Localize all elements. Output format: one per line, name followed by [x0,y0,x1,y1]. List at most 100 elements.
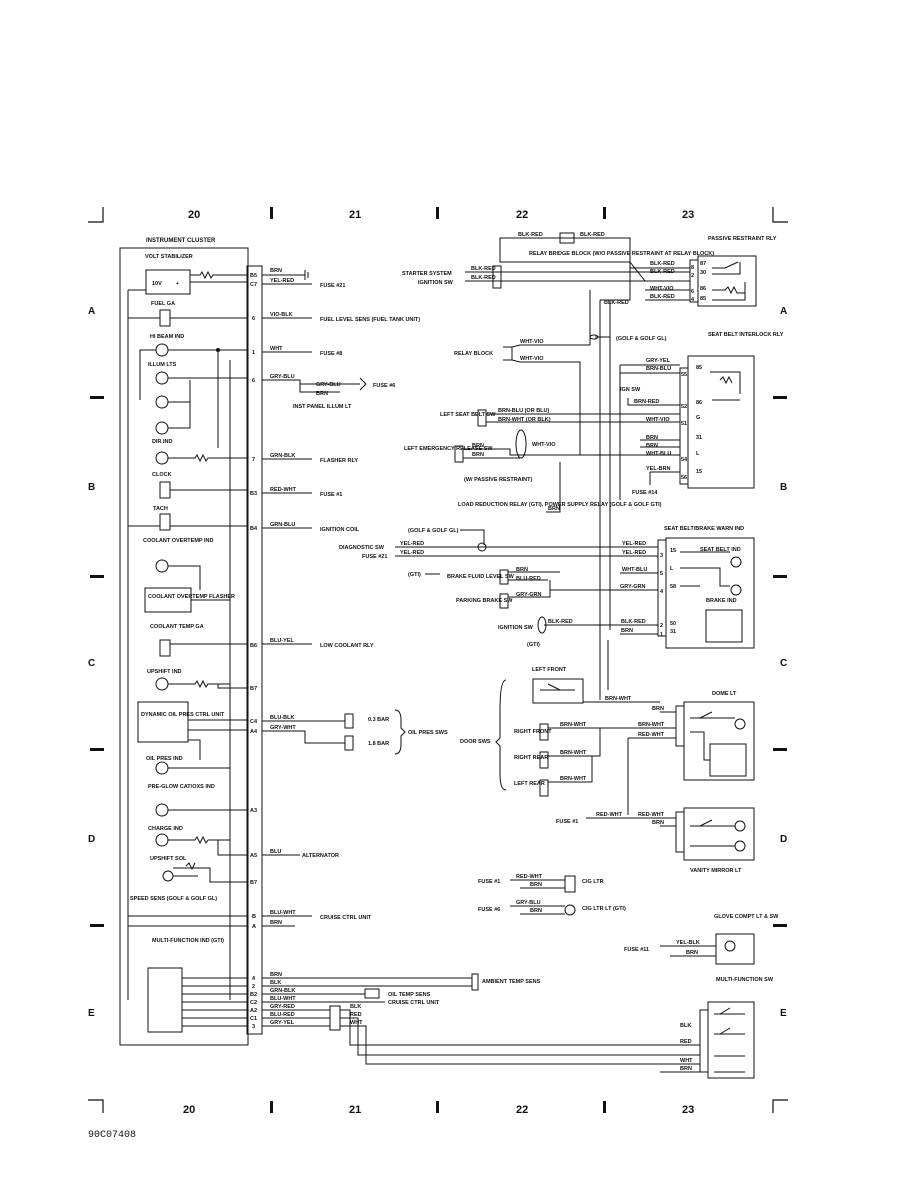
fuel-gauge [159,309,171,327]
oil-temp-sensor-icon [364,988,380,999]
wire-brn-wht-3: BRN-WHT [560,750,587,756]
col-label-22: 22 [516,209,528,221]
wire-red-2: RED [680,1039,692,1045]
wire-grn-blk: GRN-BLK [270,453,295,459]
parking-sw-icon [499,593,509,609]
pin-6b: 6 [252,378,255,384]
wire-yel-red-3: YEL-RED [400,550,424,556]
door-area: LEFT FRONT BRN-WHT RIGHT FRONT BRN-WHT R… [460,630,779,1079]
wire-gry-red: GRY-RED [270,1004,295,1010]
wire-brn-9: BRN [548,506,560,512]
pin-b2: B2 [250,992,257,998]
cluster-pins: B5 C7 6 1 6 7 B3 B4 B6 B7 C4 A4 A3 A5 B7… [250,273,258,1030]
warn-ind-box [665,537,755,649]
pin-a5: A5 [250,853,257,859]
sb-pin-31: 31 [696,435,702,441]
wire-blk-red-10: BLK-RED [621,619,646,625]
seatbelt-relay-box [687,355,755,489]
warn-side-4: 4 [660,589,664,595]
wire-red-wht-4: RED-WHT [638,812,665,818]
wire-blk-red-5: BLK-RED [650,261,675,267]
wire-brn-10: BRN [516,567,528,573]
wire-wht-vio-2: WHT-VIO [520,339,544,345]
wire-vio-blk: VIO-BLK [270,312,293,318]
pin-c1: C1 [250,1016,257,1022]
oil-pres-sw-18-icon [344,735,354,751]
warn-pin-15: 15 [670,548,676,554]
wire-blk-red-8: BLK-RED [604,300,629,306]
starter-sys-label: STARTER SYSTEM [402,271,452,277]
cig-ltr-label: CIG LTR [582,879,604,885]
warn-ind-label: SEAT BELT/BRAKE WARN IND [664,526,744,532]
wire-gry-yel-2: GRY-YEL [646,358,671,364]
relay-area: BLK-RED BLK-RED RELAY BRIDGE BLOCK (W/O … [402,232,784,630]
relay-block-label: RELAY BLOCK [454,351,493,357]
seat-belt-ind-label: SEAT BELT IND [700,547,741,553]
ignition-coil-label: IGNITION COIL [320,527,360,533]
upshift-sol-icon [162,870,174,882]
passive-pin-87: 87 [700,261,706,267]
row-label-c-left: C [88,658,95,669]
pin-c7: C7 [250,282,257,288]
cig-ltr-gti-label: CIG LTR LT (GTI) [582,906,626,912]
row-label-b-right: B [780,482,787,493]
clock-box [159,481,171,499]
upshift-bulb-icon [155,677,169,691]
passive-side-2: 2 [691,273,694,279]
col-label-22-bottom: 22 [516,1104,528,1116]
wire-wht-vio-5: WHT-VIO [532,442,556,448]
ignition-sw2-label: IGNITION SW [498,625,534,631]
passive-side-4: 4 [691,297,695,303]
wire-blk-red-7: BLK-RED [650,294,675,300]
right-rear-label: RIGHT REAR [514,755,548,761]
wire-wht-3: WHT [680,1058,693,1064]
col-label-21-bottom: 21 [349,1104,361,1116]
fuse1-label: FUSE #1 [320,492,342,498]
relay-bridge-label: RELAY BRIDGE BLOCK (W/O PASSIVE RESTRAIN… [529,251,714,257]
sb-pin-g: G [696,415,700,421]
wire-brn-16: BRN [686,950,698,956]
passive-relay-label: PASSIVE RESTRAINT RLY [708,236,777,242]
wire-blk-red-9: BLK-RED [548,619,573,625]
wire-blu-wht-1: BLU-WHT [270,910,296,916]
dome-timer-box [709,743,747,777]
wire-brn-11: BRN [621,628,633,634]
wire-blu: BLU [270,849,281,855]
fuse21b-label: FUSE #21 [362,554,387,560]
speed-sens-label: SPEED SENS (GOLF & GOLF GL) [130,896,217,902]
pin-1: 1 [252,350,255,356]
door-sws-label: DOOR SWS [460,739,491,745]
wire-yel-blk: YEL-BLK [676,940,700,946]
fuel-ga-label: FUEL GA [151,301,175,307]
cig-ltr-icon [564,875,576,893]
cruise-label-2: CRUISE CTRL UNIT [388,1000,440,1006]
multi-harness-connector [329,1005,341,1031]
flasher-label: FLASHER RLY [320,458,358,464]
brake-ind-label: BRAKE IND [706,598,737,604]
wire-red-wht-1: RED-WHT [270,487,297,493]
relay-bridge-plug [492,265,502,289]
warn-side-3: 3 [660,553,663,559]
coolant-overtemp-bulb-icon [155,559,169,573]
row-label-e-right: E [780,1008,787,1019]
wire-gry-blu-2: GRY-BLU [316,382,341,388]
wire-brn-blu-or-blu: BRN-BLU (OR BLU) [498,408,549,414]
warn-module-box [705,609,743,643]
cluster-connector [246,265,263,1035]
illum-bulb-1-icon [155,371,169,385]
sb-side-51: 51 [681,421,687,427]
sb-side-56: 56 [681,475,687,481]
wire-blk-2: BLK [350,1004,361,1010]
left-emerg-label: LEFT EMERGENCY RELEASE SW [404,446,493,452]
charge-ind-label: CHARGE IND [148,826,183,832]
wire-blu-blk: BLU-BLK [270,715,294,721]
dynamic-oil-box [137,701,189,743]
wire-wht-2: WHT [350,1020,363,1026]
row-label-a-right: A [780,306,787,317]
wire-wht-vio-3: WHT-VIO [520,356,544,362]
preglow-bulb-icon [155,803,169,817]
wire-blk-red-3: BLK-RED [471,266,496,272]
row-label-e-left: E [88,1008,95,1019]
right-front-sw-icon [539,723,549,741]
cluster-outline [119,247,249,1046]
